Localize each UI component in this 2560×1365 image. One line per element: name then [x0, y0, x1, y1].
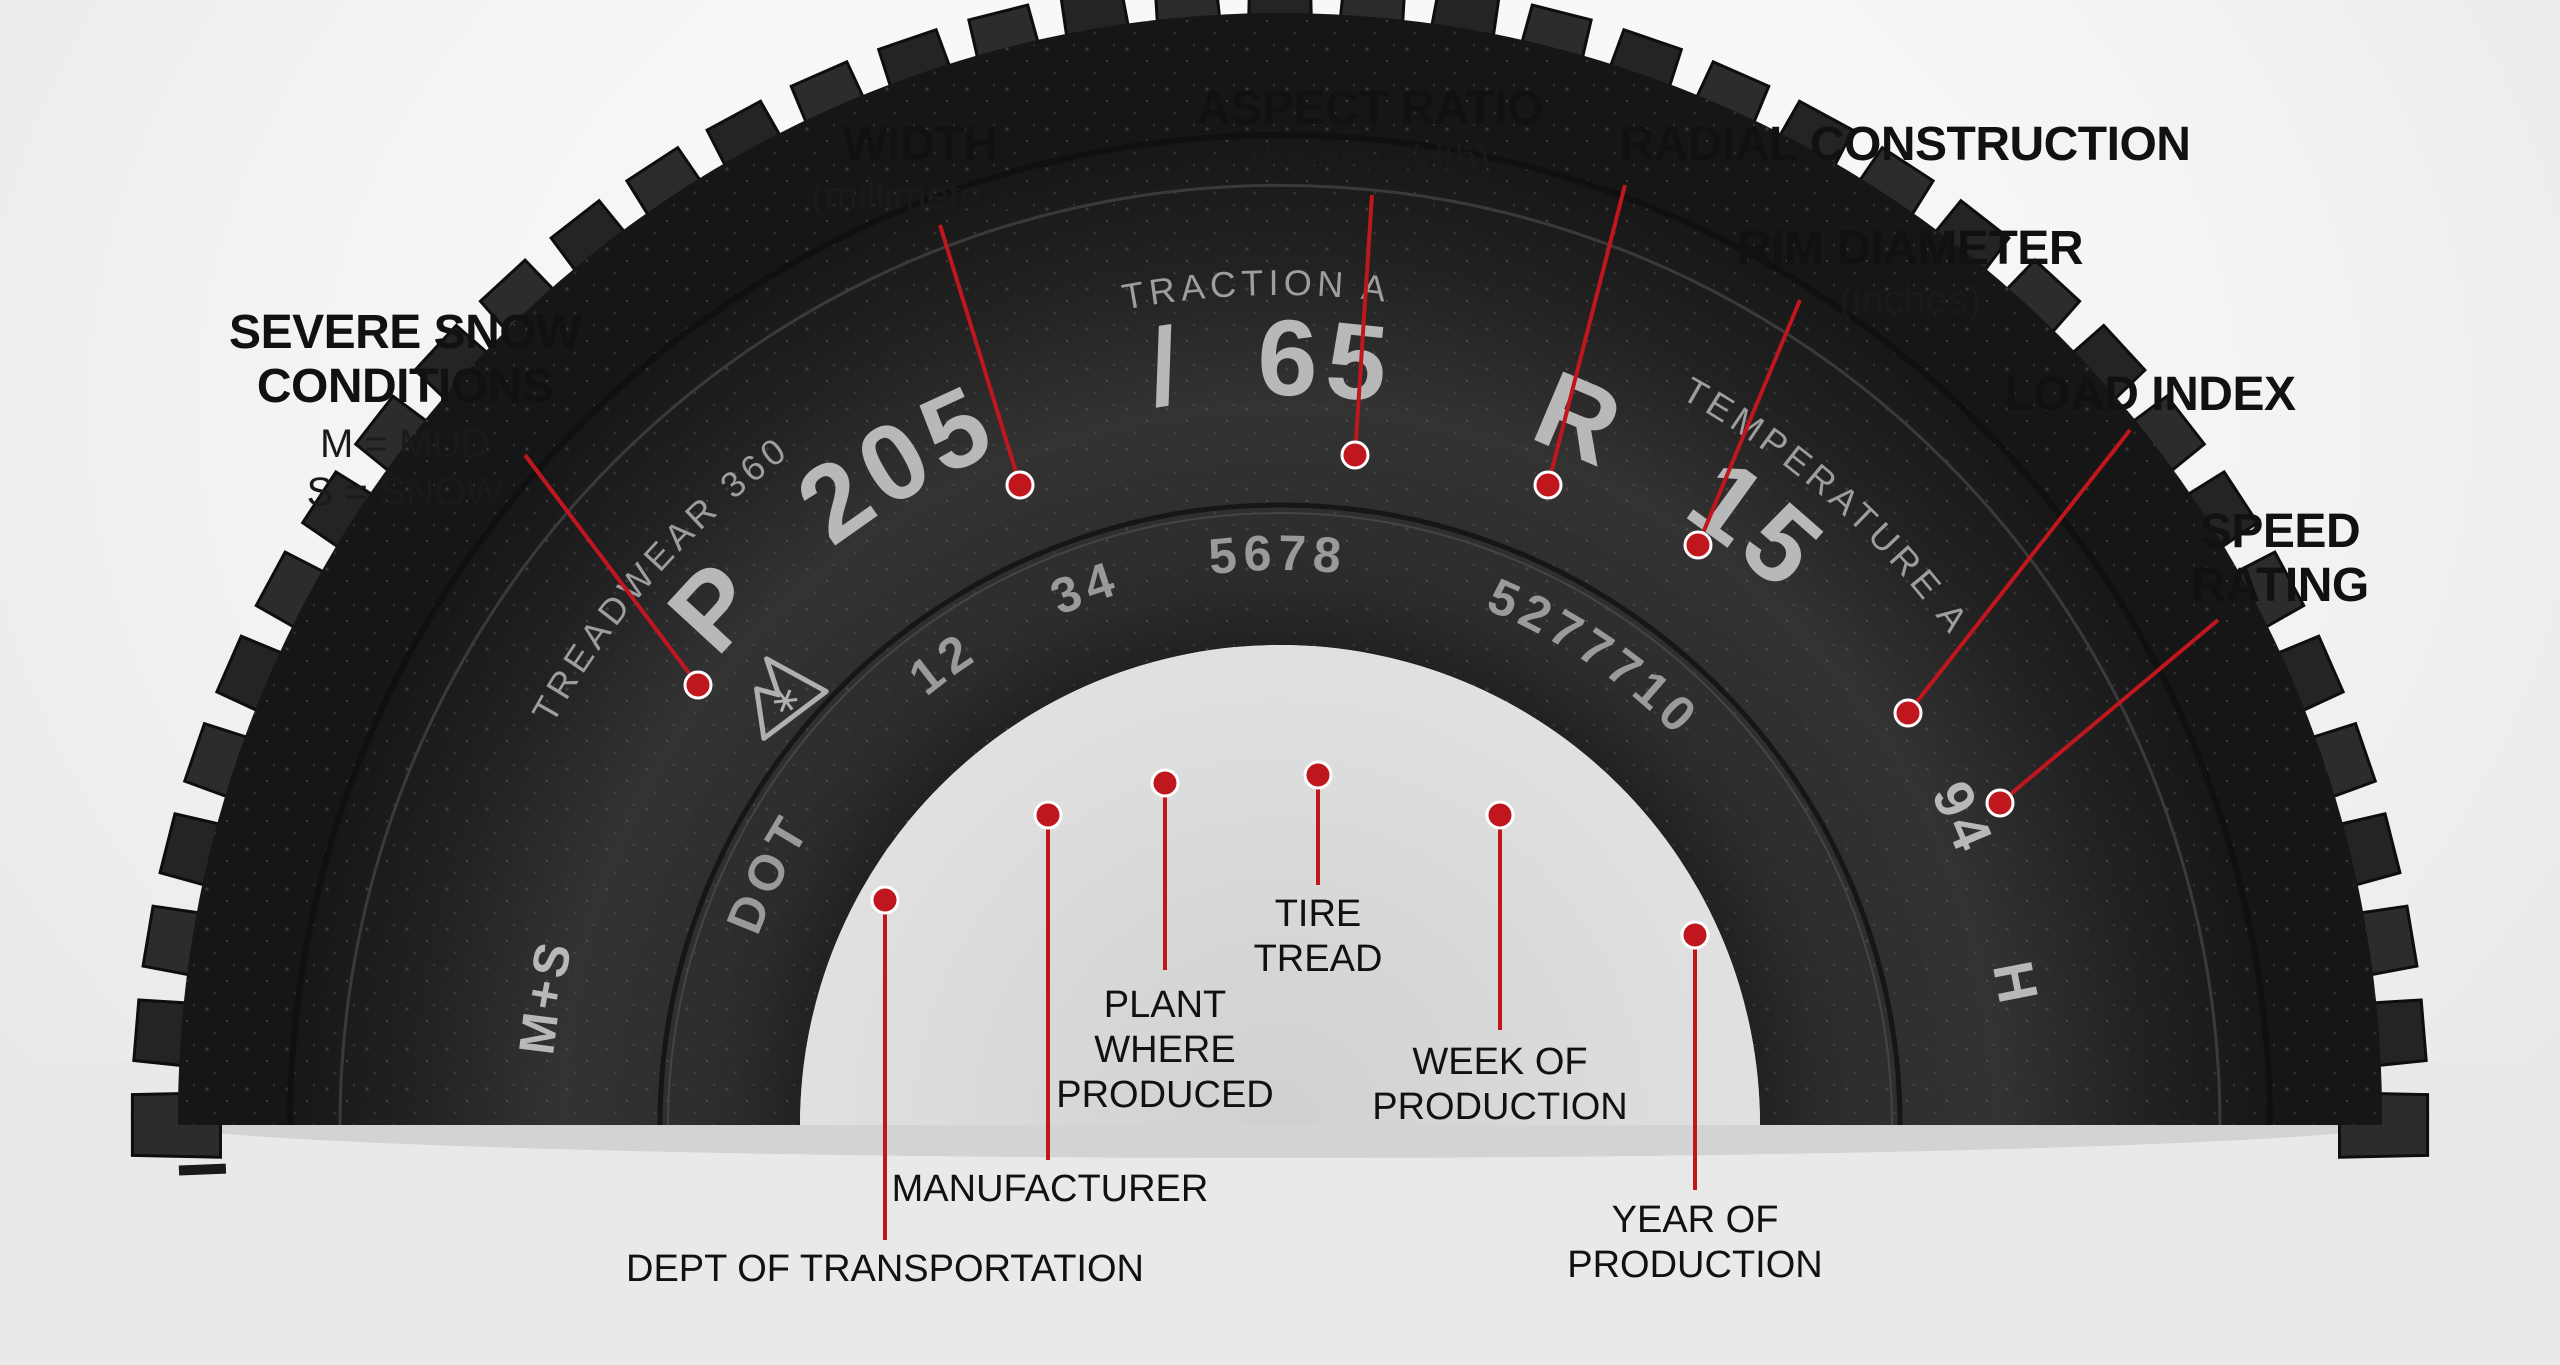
label-year: YEAR OF PRODUCTION: [1560, 1198, 1830, 1288]
label-width: WIDTH (millimeters): [770, 118, 1070, 220]
label-width-title: WIDTH: [842, 118, 998, 171]
label-plant-line1: PLANT: [1103, 984, 1227, 1026]
label-manufacturer: MANUFACTURER: [870, 1167, 1230, 1212]
label-week-line2: PRODUCTION: [1372, 1086, 1628, 1128]
label-speed: SPEED RATING: [2150, 505, 2410, 613]
label-rim-title: RIM DIAMETER: [1737, 222, 2083, 275]
label-tire-tread-line2: TREAD: [1253, 938, 1383, 980]
label-plant-line2: WHERE: [1094, 1029, 1236, 1071]
callout-lines: [523, 184, 2220, 1240]
tread-groove: [178, 1163, 227, 1176]
label-aspect-title: ASPECT RATIO: [1196, 82, 1544, 135]
label-radial: RADIAL CONSTRUCTION: [1580, 118, 2230, 172]
label-aspect-ratio: ASPECT RATIO (height/width): [1155, 82, 1585, 184]
label-week: WEEK OF PRODUCTION: [1360, 1040, 1640, 1130]
label-manufacturer-text: MANUFACTURER: [891, 1168, 1209, 1210]
label-plant: PLANT WHERE PRODUCED: [1040, 983, 1290, 1118]
dot-tread-marking: 5678: [1206, 525, 1349, 585]
label-snow: SEVERE SNOW CONDITIONS M = MUD S = SNOW: [200, 306, 610, 516]
label-speed-line1: SPEED: [2199, 505, 2361, 558]
label-speed-line2: RATING: [2191, 559, 2369, 612]
label-year-line2: PRODUCTION: [1567, 1244, 1823, 1286]
label-rim: RIM DIAMETER (inches): [1700, 222, 2120, 324]
label-snow-line2: CONDITIONS: [256, 360, 554, 413]
label-dept-text: DEPT OF TRANSPORTATION: [626, 1248, 1144, 1290]
label-width-sub: (millimeters): [811, 174, 1029, 218]
label-year-line1: YEAR OF: [1611, 1199, 1779, 1241]
label-snow-line1: SEVERE SNOW: [229, 306, 581, 359]
label-load-title: LOAD INDEX: [2004, 368, 2296, 421]
label-plant-line3: PRODUCED: [1056, 1074, 1274, 1116]
label-radial-title: RADIAL CONSTRUCTION: [1619, 118, 2191, 171]
label-tire-tread-line1: TIRE: [1274, 893, 1362, 935]
label-load: LOAD INDEX: [1960, 368, 2340, 422]
label-aspect-sub: (height/width): [1249, 138, 1491, 182]
wheel-opening: [800, 645, 1760, 1125]
label-week-line1: WEEK OF: [1412, 1041, 1588, 1083]
label-tire-tread: TIRE TREAD: [1218, 892, 1418, 982]
label-dept: DEPT OF TRANSPORTATION: [620, 1247, 1150, 1292]
label-snow-sub2: S = SNOW: [306, 470, 504, 514]
snowflake-mountain-icon: [754, 656, 829, 741]
label-rim-sub: (inches): [1838, 278, 1982, 322]
label-snow-sub1: M = MUD: [320, 422, 490, 466]
